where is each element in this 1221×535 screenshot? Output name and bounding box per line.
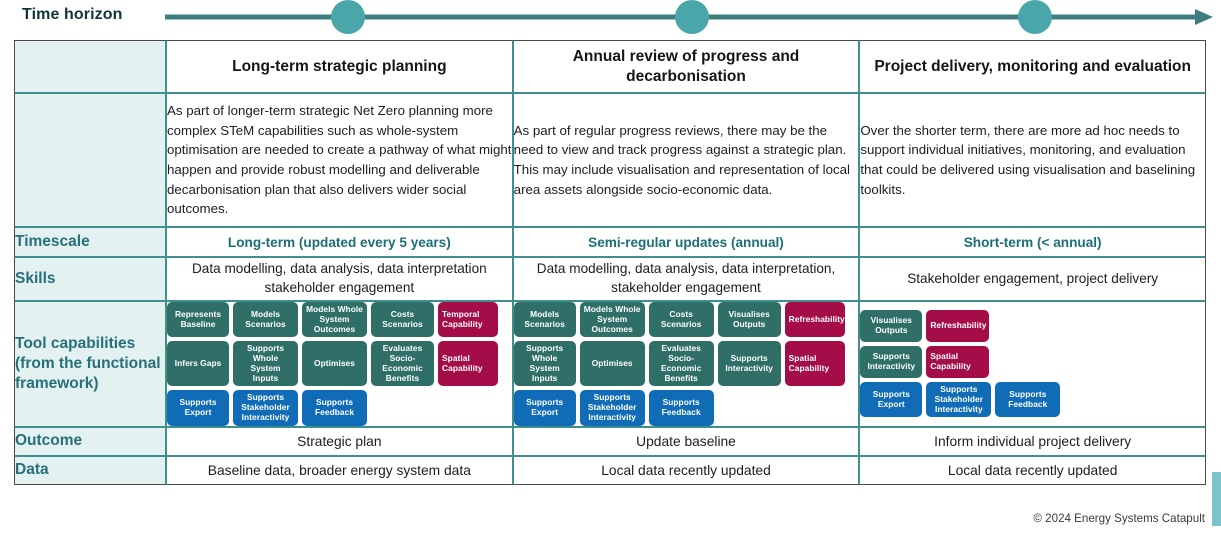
capability-badge[interactable]: Visualises Outputs [860,310,923,343]
table-row-header: Long-term strategic planning Annual revi… [14,40,1206,93]
table-row-data: Data Baseline data, broader energy syste… [14,455,1206,485]
skills-cell-2: Data modelling, data analysis, data inte… [512,257,860,301]
capability-badge[interactable]: Supports Whole System Inputs [513,341,576,387]
timeline-label: Time horizon [22,6,123,23]
capability-badge[interactable]: Supports Feedback [302,390,368,426]
row-label-description [14,93,167,227]
copyright-footer: © 2024 Energy Systems Catapult [1033,512,1205,525]
capability-badge[interactable]: Supports Interactivity [717,341,781,387]
capability-badge[interactable]: Optimises [579,341,645,387]
timeline-graphic [165,0,1213,34]
row-label-data: Data [14,455,167,485]
outcome-cell-1: Strategic plan [166,426,513,456]
outcome-cell-3: Inform individual project delivery [859,426,1206,456]
capability-badge[interactable]: Costs Scenarios [648,302,714,338]
capability-badge[interactable]: Models Scenarios [233,302,299,338]
column-header-1: Long-term strategic planning [166,40,513,93]
table-body: Long-term strategic planning Annual revi… [14,40,1206,485]
capability-badge[interactable]: Supports Whole System Inputs [233,341,299,387]
capability-badge[interactable]: Supports Feedback [995,382,1061,418]
data-cell-1: Baseline data, broader energy system dat… [166,455,513,485]
timescale-cell-3: Short-term (< annual) [859,227,1206,257]
timescale-cell-2: Semi-regular updates (annual) [512,227,860,257]
timeline-marker-3 [1018,0,1052,34]
capability-badge[interactable]: Visualises Outputs [717,302,781,338]
timeline-marker-1 [331,0,365,34]
data-cell-2: Local data recently updated [512,455,860,485]
column-header-3: Project delivery, monitoring and evaluat… [859,40,1206,93]
capability-badge[interactable]: Supports Stakeholder Interactivity [233,390,299,426]
capability-badge[interactable]: Supports Export [167,390,230,426]
capability-badge[interactable]: Supports Interactivity [860,346,923,379]
timescale-cell-1: Long-term (updated every 5 years) [166,227,513,257]
row-label-skills: Skills [14,257,167,301]
description-cell-3: Over the shorter term, there are more ad… [859,93,1206,227]
capability-badge[interactable]: Spatial Capability [784,341,845,387]
row-label-tool-capabilities: Tool capabilities (from the functional f… [14,301,167,427]
table-row-outcome: Outcome Strategic plan Update baseline I… [14,426,1206,456]
capability-badge[interactable]: Models Whole System Outcomes [302,302,368,338]
data-cell-3: Local data recently updated [859,455,1206,485]
capability-badge[interactable]: Optimises [302,341,368,387]
table-row-skills: Skills Data modelling, data analysis, da… [14,257,1206,301]
capability-badge[interactable]: Costs Scenarios [371,302,435,338]
skills-cell-3: Stakeholder engagement, project delivery [859,257,1206,301]
capability-badge[interactable]: Evaluates Socio-Economic Benefits [371,341,435,387]
capability-badge[interactable]: Spatial Capability [438,341,499,387]
table-row-description: As part of longer-term strategic Net Zer… [14,93,1206,227]
capability-badge[interactable]: Refreshability [784,302,845,338]
capability-badge[interactable]: Models Whole System Outcomes [579,302,645,338]
description-cell-1: As part of longer-term strategic Net Zer… [166,93,513,227]
capability-badge[interactable]: Temporal Capability [438,302,499,338]
capability-badge[interactable]: Supports Feedback [648,390,714,426]
right-edge-accent-bar [1212,472,1221,526]
skills-cell-1: Data modelling, data analysis, data inte… [166,257,513,301]
capability-matrix-table: Long-term strategic planning Annual revi… [14,40,1206,485]
row-label-outcome: Outcome [14,426,167,456]
column-header-2: Annual review of progress and decarbonis… [512,40,860,93]
capability-badge[interactable]: Represents Baseline [167,302,230,338]
capability-badge[interactable]: Supports Stakeholder Interactivity [926,382,992,418]
table-row-tool-capabilities: Tool capabilities (from the functional f… [14,301,1206,427]
time-horizon-timeline: Time horizon [0,0,1221,40]
timeline-marker-2 [675,0,709,34]
outcome-cell-2: Update baseline [512,426,860,456]
capability-badge[interactable]: Refreshability [926,310,990,343]
capability-badge[interactable]: Supports Export [860,382,923,418]
capability-badge[interactable]: Supports Export [513,390,576,426]
header-corner-cell [14,40,167,93]
description-cell-2: As part of regular progress reviews, the… [512,93,860,227]
capability-badge[interactable]: Evaluates Socio-Economic Benefits [648,341,714,387]
capability-badge[interactable]: Infers Gaps [167,341,230,387]
row-label-timescale: Timescale [14,227,167,257]
capability-badge[interactable]: Spatial Capability [926,346,990,379]
capability-badge[interactable]: Models Scenarios [513,302,576,338]
table-row-timescale: Timescale Long-term (updated every 5 yea… [14,227,1206,257]
capability-badge[interactable]: Supports Stakeholder Interactivity [579,390,645,426]
